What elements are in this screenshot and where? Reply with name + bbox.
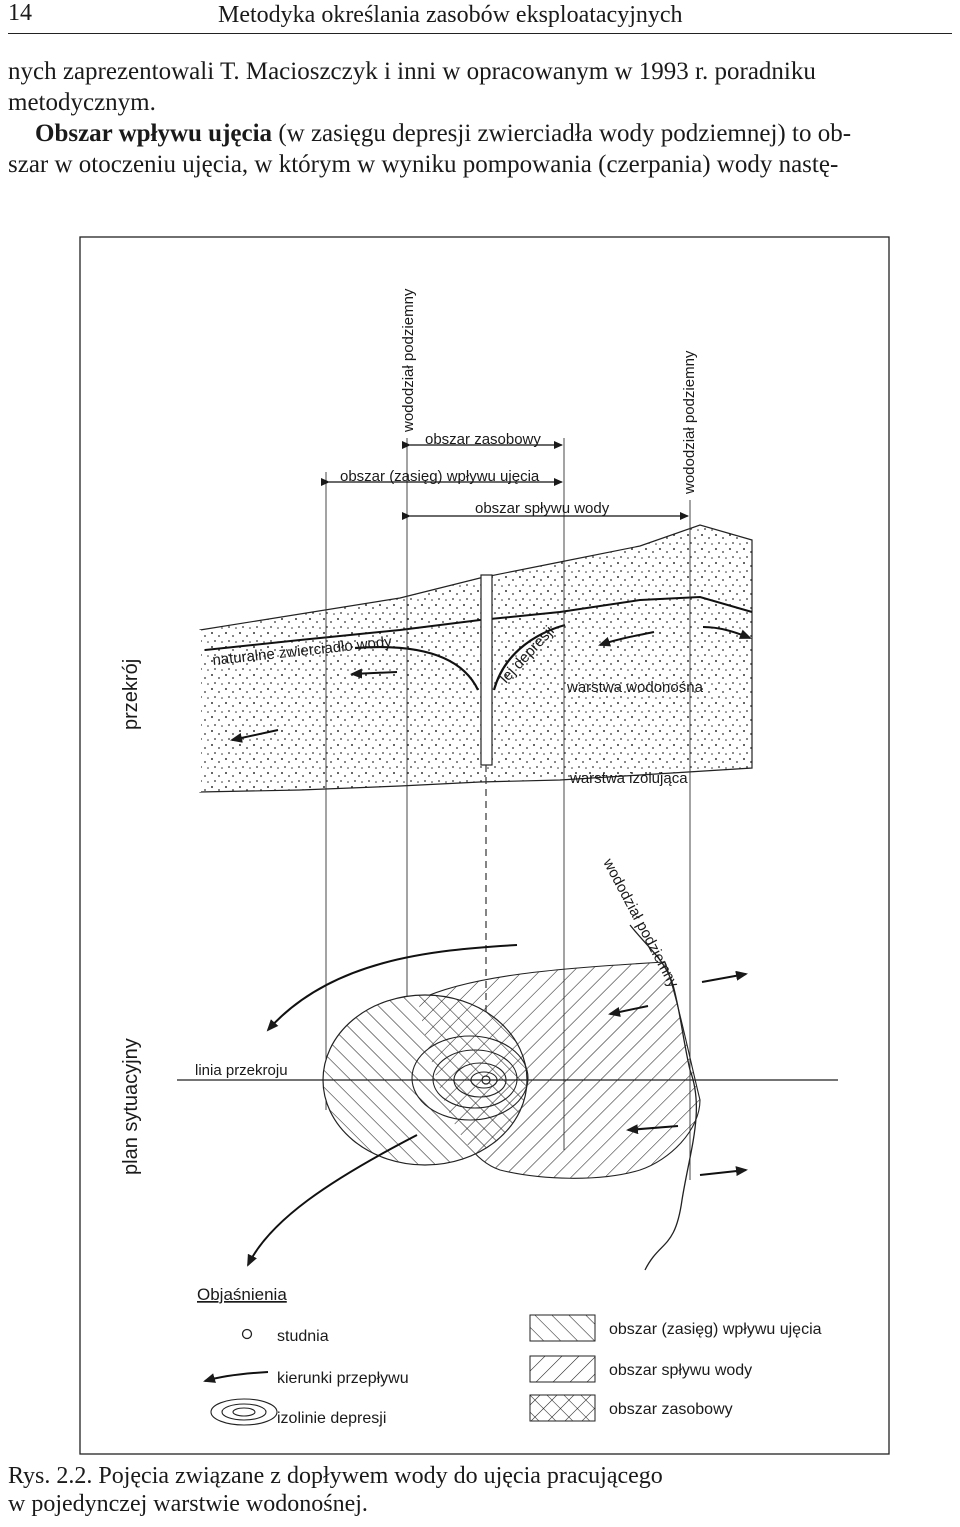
divide-left-label: wododział podziemny bbox=[400, 288, 417, 433]
flow-arrow bbox=[598, 631, 655, 647]
legend-influence-label: obszar (zasięg) wpływu ujęcia bbox=[609, 1321, 822, 1338]
legend-flow-label: kierunki przepływu bbox=[277, 1370, 409, 1387]
flow-arrow bbox=[247, 1134, 418, 1267]
flow-area-label: obszar spływu wody bbox=[475, 500, 610, 517]
body-line-3: Obszar wpływu ujęcia (w zasięgu depresji… bbox=[8, 118, 958, 149]
header-rule bbox=[8, 33, 952, 34]
legend-well-label: studnia bbox=[277, 1328, 329, 1345]
divide-right-label: wododział podziemny bbox=[681, 350, 698, 495]
legend-resource-label: obszar zasobowy bbox=[609, 1401, 733, 1418]
depression-cone-line bbox=[354, 623, 566, 691]
figure-frame bbox=[79, 236, 890, 1455]
body-line-4: szar w otoczeniu ujęcia, w którym w wyni… bbox=[8, 151, 839, 178]
aquitard-label: warstwa izolująca bbox=[569, 770, 688, 787]
legend-title: Objaśnienia bbox=[197, 1285, 287, 1304]
body-line-3-rest: (w zasięgu depresji zwierciadła wody pod… bbox=[272, 120, 852, 147]
legend-resource-swatch bbox=[529, 1394, 596, 1422]
caption-line-2: w pojedynczej warstwie wodonośnej. bbox=[8, 1491, 368, 1517]
body-text: nych zaprezentowali T. Macioszczyk i inn… bbox=[8, 56, 958, 180]
legend-inflow-label: obszar spływu wody bbox=[609, 1362, 752, 1379]
flow-arrow bbox=[702, 626, 752, 639]
defined-term: Obszar wpływu ujęcia bbox=[35, 120, 273, 147]
body-line-1: nych zaprezentowali T. Macioszczyk i inn… bbox=[8, 58, 816, 85]
aquifer-label: warstwa wodonośna bbox=[566, 679, 704, 696]
legend-isolines-label: izolinie depresji bbox=[277, 1410, 386, 1427]
resource-area-label: obszar zasobowy bbox=[425, 431, 541, 448]
caption-line-1: Rys. 2.2. Pojęcia związane z dopływem wo… bbox=[8, 1463, 663, 1489]
section-side-label: przekrój bbox=[120, 659, 142, 730]
legend-inflow-swatch bbox=[529, 1355, 596, 1383]
flow-arrow bbox=[608, 1005, 649, 1017]
flow-arrow bbox=[266, 944, 518, 1032]
flow-arrow bbox=[626, 1124, 679, 1135]
aquifer-layer bbox=[199, 524, 753, 793]
influence-area-label: obszar (zasięg) wpływu ujęcia bbox=[340, 468, 540, 485]
legend-well-symbol bbox=[241, 1328, 253, 1340]
resource-area-shape bbox=[418, 995, 527, 1165]
flow-arrow bbox=[699, 1166, 748, 1177]
flow-arrow bbox=[230, 729, 279, 743]
legend-flow-arrow bbox=[203, 1371, 269, 1383]
page-number: 14 bbox=[8, 0, 32, 26]
section-line-label: linia przekroju bbox=[195, 1062, 288, 1079]
flow-arrow bbox=[701, 970, 748, 983]
plan-side-label: plan sytuacyjny bbox=[120, 1038, 142, 1175]
figure-caption: Rys. 2.2. Pojęcia związane z dopływem wo… bbox=[8, 1462, 663, 1518]
well-casing bbox=[480, 574, 493, 1080]
legend-isolines-symbol bbox=[210, 1398, 278, 1426]
flow-arrow bbox=[350, 668, 398, 679]
body-line-2: metodycznym. bbox=[8, 89, 156, 116]
running-title: Metodyka określania zasobów eksploatacyj… bbox=[218, 2, 683, 28]
legend-influence-swatch bbox=[529, 1314, 596, 1342]
